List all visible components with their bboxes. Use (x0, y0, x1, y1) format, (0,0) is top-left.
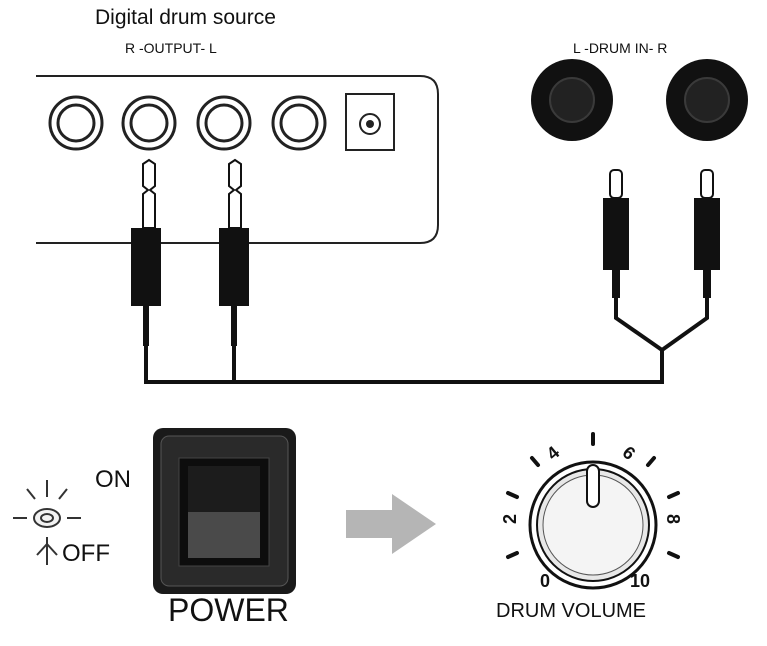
drum-source-title: Digital drum source (95, 6, 276, 29)
on-label: ON (95, 466, 131, 493)
dial-mark-8: 8 (663, 513, 683, 524)
arrow-right-icon (346, 494, 436, 554)
drum-in-label: L -DRUM IN- R (573, 40, 668, 56)
dial-mark-10: 10 (629, 571, 651, 591)
power-indicator-light-icon (13, 480, 81, 565)
output-jack-l (196, 95, 252, 151)
drum-volume-label: DRUM VOLUME (496, 600, 647, 622)
output-label: R -OUTPUT- L (125, 40, 217, 56)
off-label: OFF (62, 540, 110, 567)
dial-ticks (506, 432, 680, 559)
drum-in-jack-l (531, 59, 613, 141)
dc-power-jack (345, 93, 395, 151)
output-jack-r (121, 95, 177, 151)
drum-in-jack-r (666, 59, 748, 141)
dial-mark-2: 2 (500, 514, 520, 525)
power-switch[interactable] (153, 428, 296, 594)
power-label: POWER (168, 592, 289, 628)
quarter-inch-plug-left (219, 158, 249, 346)
audio-cable (144, 298, 709, 384)
dial-mark-0: 0 (539, 571, 550, 591)
rca-plug-left (603, 169, 629, 298)
output-jack-4 (271, 95, 327, 151)
drum-volume-knob[interactable] (528, 460, 658, 590)
drum-source-device (36, 75, 439, 244)
rca-plug-right (694, 169, 720, 298)
output-jack-1 (48, 95, 104, 151)
quarter-inch-plug-right (131, 158, 161, 346)
